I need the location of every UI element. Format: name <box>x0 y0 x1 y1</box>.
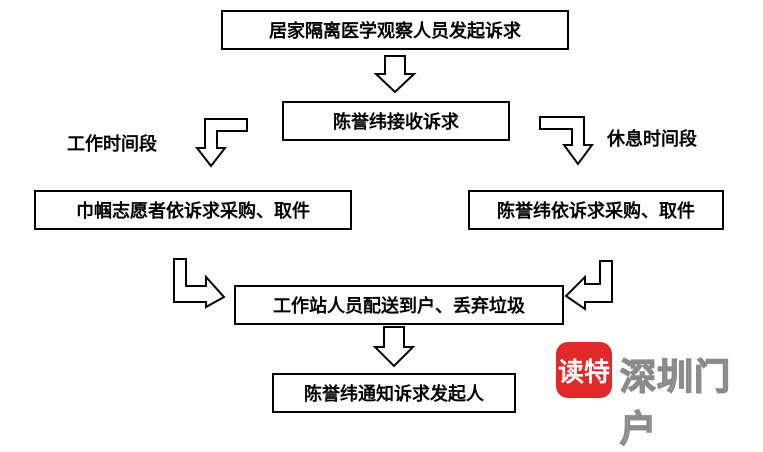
arrow-down-1 <box>373 55 417 94</box>
step1-box: 居家隔离医学观察人员发起诉求 <box>221 10 569 50</box>
step3-right-text: 陈誉纬依诉求采购、取件 <box>497 201 695 222</box>
watermark-logo: 读特 深圳门户 <box>556 342 756 451</box>
step2-box: 陈誉纬接收诉求 <box>282 101 510 141</box>
flow-arrows <box>173 55 613 368</box>
label-rest-time: 休息时间段 <box>607 129 697 150</box>
step3-left-box: 巾帼志愿者依诉求采购、取件 <box>34 190 352 230</box>
watermark-brand: 深圳门户 <box>619 356 732 451</box>
step4-box: 工作站人员配送到户、丢弃垃圾 <box>234 285 564 325</box>
arrow-down-2 <box>372 326 416 368</box>
watermark-badge: 读特 <box>556 342 612 398</box>
arrow-elbow-bottom-right <box>564 260 613 311</box>
arrow-elbow-left <box>194 118 248 168</box>
arrow-elbow-right <box>539 116 594 166</box>
step1-text: 居家隔离医学观察人员发起诉求 <box>269 21 521 42</box>
step4-text: 工作站人员配送到户、丢弃垃圾 <box>273 296 525 317</box>
step2-text: 陈誉纬接收诉求 <box>333 112 459 133</box>
arrow-elbow-bottom-left <box>173 258 226 309</box>
step5-box: 陈誉纬通知诉求发起人 <box>272 373 516 413</box>
label-work-time: 工作时间段 <box>67 134 157 155</box>
step3-right-box: 陈誉纬依诉求采购、取件 <box>468 190 724 230</box>
step3-left-text: 巾帼志愿者依诉求采购、取件 <box>76 201 310 222</box>
step5-text: 陈誉纬通知诉求发起人 <box>304 384 484 405</box>
